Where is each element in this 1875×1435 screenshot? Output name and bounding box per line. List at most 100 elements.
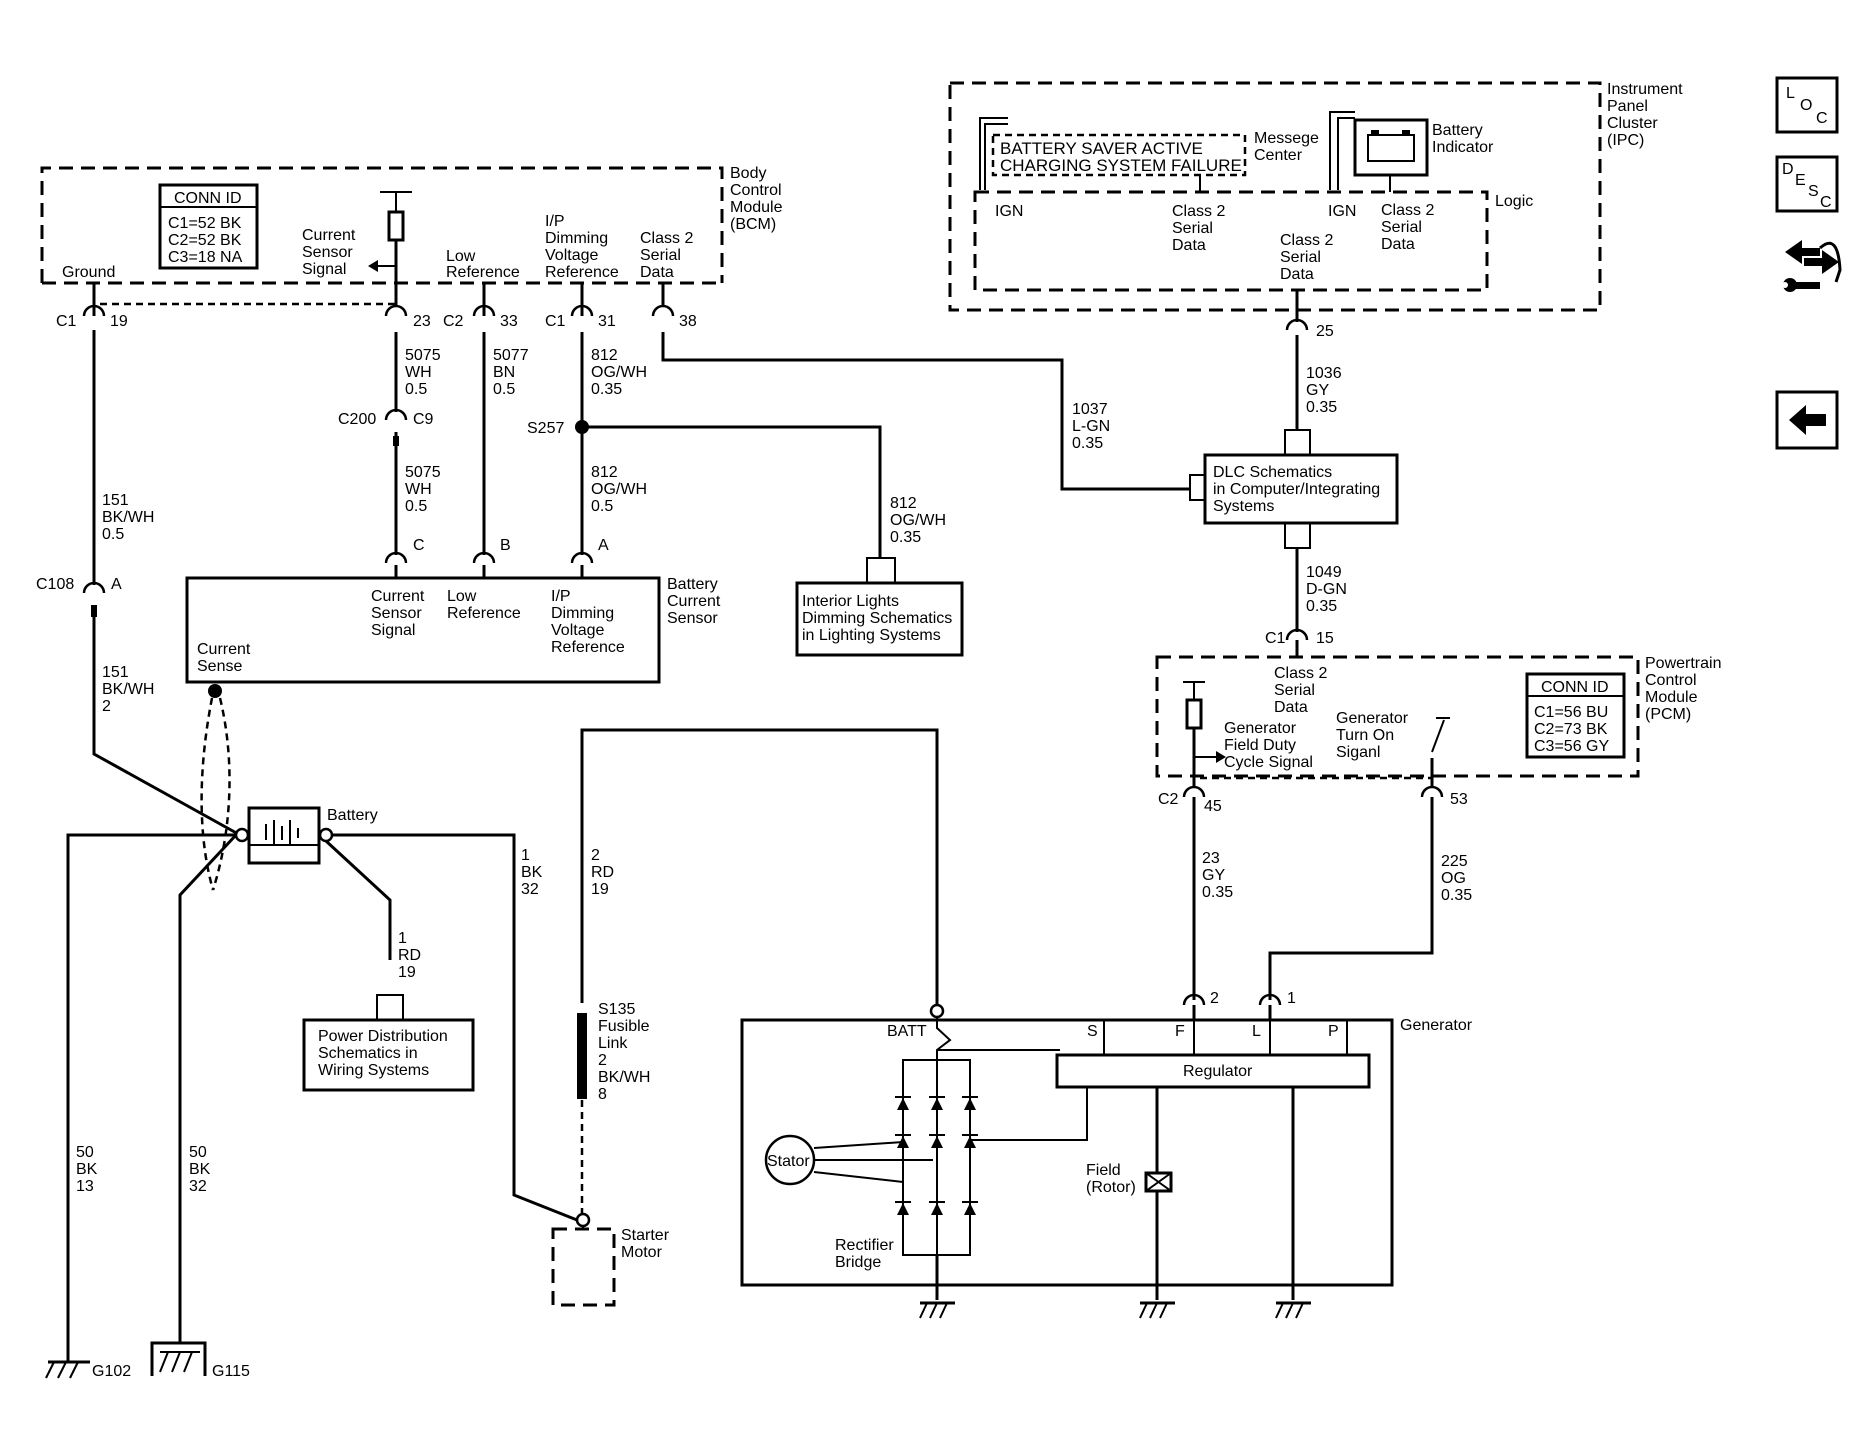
ipc-c2b-2: Serial (1381, 219, 1422, 236)
w50a-3: 13 (76, 1178, 94, 1195)
pcm-title-4: (PCM) (1645, 706, 1691, 723)
w5077-2: BN (493, 364, 515, 381)
pcm-genturn-1: Generator (1336, 710, 1409, 727)
connector-wrench-icon[interactable] (1782, 240, 1842, 292)
desc-e: E (1795, 172, 1806, 189)
pcm-genfield-1: Generator (1224, 720, 1297, 737)
ipc-ign-2: IGN (1328, 203, 1356, 220)
bcm-lowref-1: Low (446, 248, 476, 265)
conn-c200: C200 (338, 411, 376, 428)
loc-button[interactable]: L O C (1775, 76, 1839, 134)
generator-title: Generator (1400, 1017, 1473, 1034)
ipc-ign-1: IGN (995, 203, 1023, 220)
pcm-p15: 15 (1316, 630, 1334, 647)
bcs-ipdim-3: Voltage (551, 622, 604, 639)
pcm-genfield-3: Cycle Signal (1224, 754, 1313, 771)
w1bk-2: BK (521, 864, 543, 881)
ipc-logic: Logic (1495, 193, 1533, 210)
power-distribution-box[interactable] (302, 1018, 475, 1092)
w2rd-3: 19 (591, 881, 609, 898)
pcm-c2d-3: Data (1274, 699, 1308, 716)
w2rd-2: RD (591, 864, 614, 881)
pin-38: 38 (679, 313, 697, 330)
w1037-1: 1037 (1072, 401, 1108, 418)
gen-pin-1: 1 (1287, 990, 1296, 1007)
regulator-label: Regulator (1183, 1063, 1253, 1080)
bcm-ipdim-2: Dimming (545, 230, 608, 247)
pcm-genturn-2: Turn On (1336, 727, 1394, 744)
generator-grounds (919, 1301, 1311, 1319)
starter-2: Motor (621, 1244, 663, 1261)
bcm-conn-id-c1: C1=52 BK (168, 215, 242, 232)
w5077-3: 0.5 (493, 381, 515, 398)
back-arrow-button[interactable] (1775, 390, 1839, 450)
fusible-5: BK/WH (598, 1069, 650, 1086)
bcs-ipdim-1: I/P (551, 588, 571, 605)
w23-2: GY (1202, 867, 1225, 884)
gen-l: L (1252, 1023, 1261, 1040)
desc-button[interactable]: D E S C (1775, 155, 1839, 213)
w50a-2: BK (76, 1161, 98, 1178)
bcm-ground-label: Ground (62, 264, 115, 281)
gen-s: S (1087, 1023, 1098, 1040)
interior-lights-box[interactable] (795, 581, 964, 657)
bcm-css-2: Sensor (302, 244, 353, 261)
desc-c: C (1820, 194, 1832, 211)
pcm-p45: 45 (1204, 798, 1222, 815)
bcm-conn-id-title: CONN ID (174, 190, 242, 207)
w812c-3: 0.35 (890, 529, 921, 546)
gen-field-1: Field (1086, 1162, 1121, 1179)
ipc-title-4: (IPC) (1607, 132, 1644, 149)
ground-wire-151: 151 BK/WH 0.5 C108 A 151 BK/WH 2 (36, 330, 241, 837)
pcm-title-1: Powertrain (1645, 655, 1721, 672)
battery-icon (247, 806, 321, 865)
battery-current-sensor: C B A Battery Current Sensor Current Sen… (185, 537, 721, 891)
ipc-msg-line1: BATTERY SAVER ACTIVE (1000, 139, 1203, 158)
bcm-class2-3: Data (640, 264, 674, 281)
fusible-2: Fusible (598, 1018, 650, 1035)
bcm-module: Body Control Module (BCM) CONN ID C1=52 … (40, 165, 783, 330)
battery: Battery (66, 806, 578, 1362)
fusible-4: 2 (598, 1052, 607, 1069)
bcm-title-2: Control (730, 182, 782, 199)
bcm-title-4: (BCM) (730, 216, 776, 233)
bcs-sense-2: Sense (197, 658, 242, 675)
w5075a-2: WH (405, 364, 432, 381)
pcm-title-3: Module (1645, 689, 1698, 706)
w151b-3: 2 (102, 698, 111, 715)
bcm-conn-id-c2: C2=52 BK (168, 232, 242, 249)
pcm-c2: C2 (1158, 791, 1179, 808)
ipc-c2b-1: Class 2 (1381, 202, 1434, 219)
pcm-c1: C1 (1265, 630, 1286, 647)
battery-label: Battery (327, 807, 378, 824)
w50b-3: 32 (189, 1178, 207, 1195)
dlc-box[interactable] (1203, 453, 1399, 525)
ipc-pin-25: 25 (1316, 323, 1334, 340)
dlc-reference: 1036 GY 0.35 DLC Schematics in Computer/… (661, 332, 1399, 632)
gen-f: F (1175, 1023, 1185, 1040)
conn-b: B (500, 537, 511, 554)
w151b-1: 151 (102, 664, 129, 681)
pcm-conn-id-box (1525, 672, 1626, 759)
w1037-3: 0.35 (1072, 435, 1103, 452)
pin-c1b: C1 (545, 313, 566, 330)
bcm-ipdim-4: Reference (545, 264, 619, 281)
w5075a-1: 5075 (405, 347, 441, 364)
w5075a-3: 0.5 (405, 381, 427, 398)
pcm-title-2: Control (1645, 672, 1697, 689)
fusible-3: Link (598, 1035, 628, 1052)
ipc-module: Instrument Panel Cluster (IPC) Logic BAT… (948, 81, 1683, 340)
conn-a1: A (111, 576, 122, 593)
fusible-6: 8 (598, 1086, 607, 1103)
pcm-module: Powertrain Control Module (PCM) C1 15 Cl… (1155, 628, 1721, 1000)
w812c-2: OG/WH (890, 512, 946, 529)
bcm-title-1: Body (730, 165, 766, 182)
pcm-genturn-3: Siganl (1336, 744, 1380, 761)
pin-c1: C1 (56, 313, 77, 330)
ipc-msg-line2: CHARGING SYSTEM FAILURE (1000, 156, 1242, 175)
gen-rectifier-1: Rectifier (835, 1237, 894, 1254)
w151b-2: BK/WH (102, 681, 154, 698)
gen-rectifier-2: Bridge (835, 1254, 881, 1271)
dlc-1: DLC Schematics (1213, 464, 1332, 481)
pcm-conn-id-c1: C1=56 BU (1534, 704, 1608, 721)
